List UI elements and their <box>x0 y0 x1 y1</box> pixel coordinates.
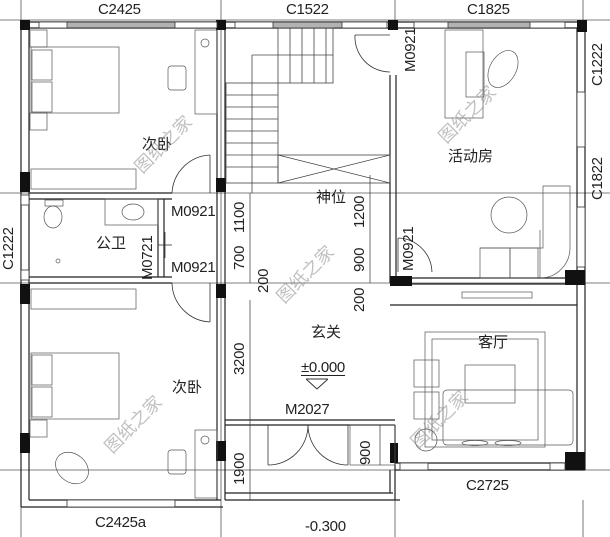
elevation-marker-icon <box>306 378 328 390</box>
dimension-1900: 1900 <box>231 452 248 485</box>
furniture <box>29 29 574 499</box>
window-label-top-left: C2425 <box>98 1 141 18</box>
doors <box>158 34 433 466</box>
elevation-outside: -0.300 <box>305 518 346 535</box>
room-label-foyer: 玄关 <box>311 323 342 341</box>
window-label-left-middle: C1222 <box>0 227 17 270</box>
door-label-bathroom-outer: M0921 <box>171 259 216 276</box>
door-label-living-room: M0921 <box>400 226 417 271</box>
columns <box>20 20 587 470</box>
door-label-bedroom: M0921 <box>171 203 216 220</box>
dimension-900-porch: 900 <box>357 440 374 465</box>
dimension-lines <box>249 175 381 500</box>
room-label-activity-room: 活动房 <box>448 147 494 165</box>
dimension-3200: 3200 <box>231 342 248 375</box>
dimension-1100: 1100 <box>231 201 248 233</box>
door-label-activity-room: M0921 <box>402 27 419 72</box>
room-label-living-room: 客厅 <box>478 333 509 351</box>
dimension-1200: 1200 <box>351 195 368 228</box>
windows <box>20 21 586 508</box>
window-label-top-center: C1522 <box>286 1 329 18</box>
window-label-top-right: C1825 <box>467 1 510 18</box>
room-label-bedroom-bottom: 次卧 <box>172 378 203 396</box>
room-label-bedroom-top: 次卧 <box>142 135 173 153</box>
window-label-bottom-right: C2725 <box>466 477 509 494</box>
room-label-shrine: 神位 <box>316 188 347 206</box>
room-label-bathroom: 公卫 <box>96 234 127 252</box>
dimension-200-right: 200 <box>351 287 368 312</box>
door-label-bathroom-inner: M0721 <box>139 235 156 280</box>
door-label-entrance: M2027 <box>285 401 330 418</box>
window-label-bottom-left: C2425a <box>95 514 146 531</box>
staircase <box>225 27 391 193</box>
window-label-right-middle: C1822 <box>589 157 606 200</box>
dimension-900-mid: 900 <box>351 247 368 272</box>
window-label-right-upper: C1222 <box>589 43 606 86</box>
elevation-floor: ±0.000 <box>301 359 345 376</box>
dimension-700: 700 <box>231 245 248 270</box>
